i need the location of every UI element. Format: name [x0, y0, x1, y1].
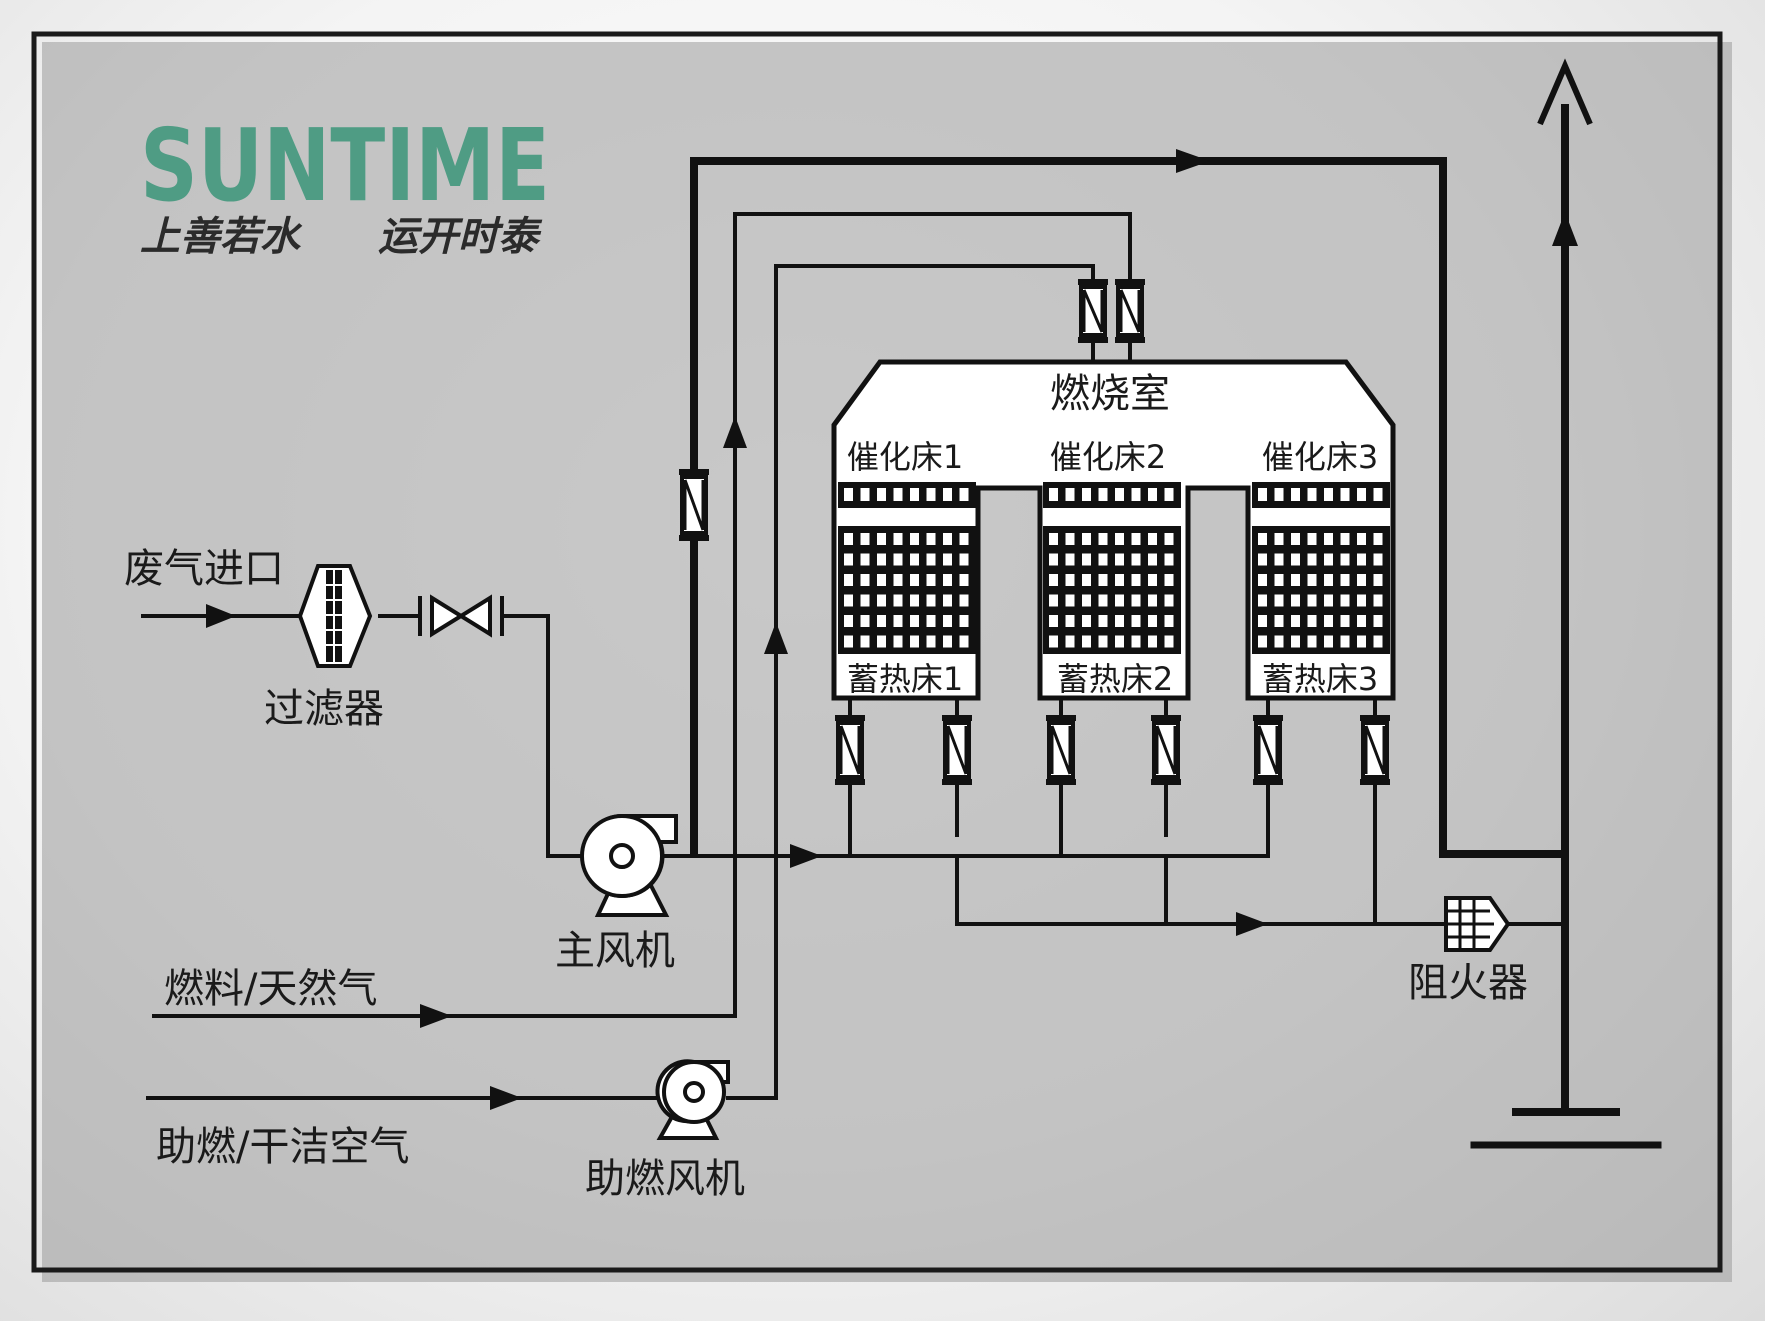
- arrow-icon: [723, 416, 747, 448]
- damper-valve-icon: [1360, 715, 1390, 785]
- air-riser: [726, 264, 1095, 1100]
- bypass-pipe: [690, 157, 1569, 858]
- brand-name: SUNTIME: [140, 107, 550, 224]
- regen-bed-2-label: 蓄热床2: [1057, 660, 1173, 698]
- fuel-pipe: [152, 212, 1132, 1018]
- main-fan-label: 主风机: [555, 928, 675, 974]
- damper-valve-icon: [1151, 715, 1181, 785]
- outer-frame: [31, 31, 1723, 1273]
- damper-valve-icon: [1078, 279, 1108, 343]
- fuel-label: 燃料/天然气: [164, 966, 377, 1012]
- arrow-icon: [420, 1004, 452, 1028]
- filter-icon: [297, 564, 373, 668]
- damper-valve-icon: [835, 715, 865, 785]
- catalyst-bed-2-label: 催化床2: [1050, 438, 1166, 476]
- regen-bed-3-label: 蓄热床3: [1262, 660, 1378, 698]
- catalyst-bed-3-label: 催化床3: [1262, 438, 1378, 476]
- reactor: 燃烧室 催化床1 催化床2 催化床3 蓄热床1 蓄热床2 蓄热床3: [831, 359, 1396, 701]
- arrow-icon: [1236, 912, 1268, 936]
- aux-fan-icon: [655, 1059, 730, 1140]
- bed-grid: [1043, 482, 1181, 654]
- gate-valve-icon: [418, 594, 504, 638]
- regen-bed-1-label: 蓄热床1: [847, 660, 963, 698]
- arrow-icon: [1552, 212, 1578, 246]
- pipes: [141, 104, 1662, 1149]
- bed-grid: [838, 482, 976, 654]
- logo: SUNTIME 上善若水 运开时泰: [140, 107, 550, 260]
- combustion-chamber-label: 燃烧室: [1050, 371, 1170, 417]
- aux-fan-label: 助燃风机: [585, 1156, 745, 1202]
- lower-header: [955, 854, 1446, 926]
- bed-grid: [1252, 482, 1390, 654]
- arrow-icon: [764, 622, 788, 654]
- combustion-air-label: 助燃/干洁空气: [156, 1124, 409, 1170]
- damper-valve-icon: [1253, 715, 1283, 785]
- catalyst-bed-1-label: 催化床1: [847, 438, 963, 476]
- arrow-icon: [206, 604, 236, 628]
- damper-valve-icon: [942, 715, 972, 785]
- filter-label: 过滤器: [264, 686, 384, 732]
- flame-arrester-label: 阻火器: [1408, 960, 1528, 1006]
- damper-valve-icon: [679, 469, 709, 541]
- arrow-icon: [490, 1086, 522, 1110]
- damper-valve-icon: [1046, 715, 1076, 785]
- flame-arrester-icon: [1444, 896, 1511, 952]
- stack-outlet-icon: [1537, 58, 1593, 126]
- arrow-icon: [790, 844, 822, 868]
- damper-valves: [679, 279, 1390, 785]
- valve-fan-pipe: [500, 614, 590, 858]
- flow-arrows: [206, 149, 1578, 1110]
- damper-valve-icon: [1115, 279, 1145, 343]
- exhaust-inlet-label: 废气进口: [124, 546, 284, 592]
- arrow-icon: [1176, 149, 1210, 173]
- slogan-right: 运开时泰: [378, 213, 543, 260]
- bed-grids: [838, 482, 1390, 654]
- slogan-left: 上善若水: [140, 213, 303, 260]
- main-fan-icon: [580, 814, 678, 917]
